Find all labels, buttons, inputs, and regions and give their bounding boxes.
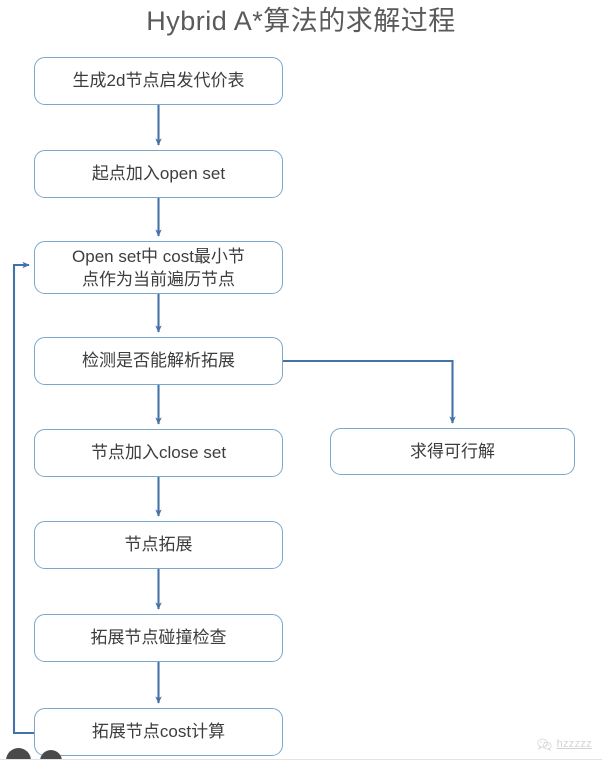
node-label: 起点加入open set	[91, 164, 226, 183]
node-label: 生成2d节点启发代价表	[72, 71, 245, 90]
node-label: 拓展节点碰撞检查	[90, 628, 227, 647]
node-add-start-to-open-set[interactable]: 起点加入open set	[34, 150, 283, 198]
node-feasible-solution-found[interactable]: 求得可行解	[330, 428, 575, 475]
node-label: 节点加入close set	[90, 443, 227, 462]
page-title: Hybrid A*算法的求解过程	[146, 6, 456, 36]
node-generate-2d-heuristic-table[interactable]: 生成2d节点启发代价表	[34, 57, 283, 105]
node-check-analytic-expansion[interactable]: 检测是否能解析拓展	[34, 337, 283, 385]
wechat-icon	[537, 738, 552, 751]
node-label: 检测是否能解析拓展	[82, 351, 235, 370]
node-collision-check[interactable]: 拓展节点碰撞检查	[34, 614, 283, 662]
edge-n8-n3-loopback	[12, 261, 34, 735]
node-label: 拓展节点cost计算	[91, 722, 226, 741]
node-pick-min-cost-node[interactable]: Open set中 cost最小节 点作为当前遍历节点	[34, 241, 283, 294]
bottom-strip	[0, 759, 602, 765]
edge-n4-n9-branch	[283, 359, 456, 424]
watermark-text: hzzzzz	[556, 738, 592, 750]
watermark: hzzzzz	[537, 738, 592, 751]
node-label: 求得可行解	[410, 441, 495, 461]
node-expand-node[interactable]: 节点拓展	[34, 521, 283, 569]
node-label: Open set中 cost最小节 点作为当前遍历节点	[72, 246, 245, 289]
node-label: 节点拓展	[124, 535, 193, 554]
node-compute-expanded-cost[interactable]: 拓展节点cost计算	[34, 708, 283, 756]
node-add-node-to-close-set[interactable]: 节点加入close set	[34, 429, 283, 477]
